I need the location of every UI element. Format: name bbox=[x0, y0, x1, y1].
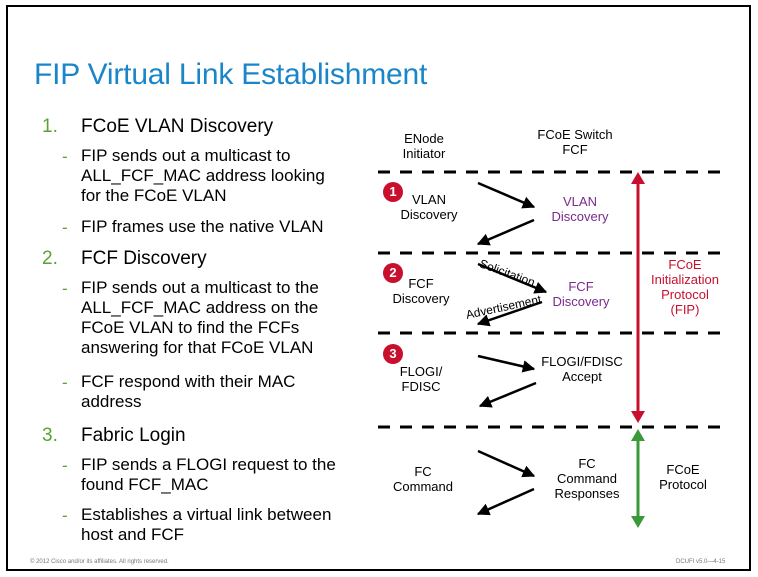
outline-heading: FCF Discovery bbox=[81, 248, 207, 269]
step-2-badge: 2 bbox=[383, 263, 403, 283]
bullet-dash: - bbox=[62, 279, 68, 298]
outline-number: 3. bbox=[42, 425, 58, 446]
step-3-left-label: FLOGI/FDISC bbox=[399, 364, 443, 394]
vlan-request-arrow bbox=[477, 181, 536, 209]
bullet-dash: - bbox=[62, 218, 68, 237]
flogi-accept-arrow bbox=[478, 381, 537, 408]
outline-number: 2. bbox=[42, 248, 58, 269]
vlan-response-arrow bbox=[476, 218, 535, 246]
outline-heading: Fabric Login bbox=[81, 425, 186, 446]
step-3-badge: 3 bbox=[383, 344, 403, 364]
bullet-dash: - bbox=[62, 147, 68, 166]
slide-frame bbox=[6, 5, 751, 571]
fip-range-arrow bbox=[631, 172, 645, 423]
copyright-footer: © 2012 Cisco and/or its affiliates. All … bbox=[30, 559, 169, 565]
solicitation-arrow bbox=[477, 262, 548, 294]
fc-response-arrow bbox=[476, 487, 535, 516]
fc-command-arrow bbox=[477, 449, 536, 478]
outline-sub-item: FIP frames use the native VLAN bbox=[81, 217, 324, 236]
bullet-dash: - bbox=[62, 456, 68, 475]
step-1-badge: 1 bbox=[383, 182, 403, 202]
bullet-dash: - bbox=[62, 373, 68, 392]
fcoe-range-arrow bbox=[631, 429, 645, 528]
outline-number: 1. bbox=[42, 116, 58, 137]
bullet-dash: - bbox=[62, 506, 68, 525]
advertisement-arrow bbox=[476, 300, 543, 327]
course-code-footer: DCUFI v5.0—4-15 bbox=[676, 559, 726, 565]
outline-heading: FCoE VLAN Discovery bbox=[81, 116, 274, 137]
flogi-request-arrow bbox=[477, 354, 536, 373]
slide-title: FIP Virtual Link Establishment bbox=[34, 58, 428, 91]
